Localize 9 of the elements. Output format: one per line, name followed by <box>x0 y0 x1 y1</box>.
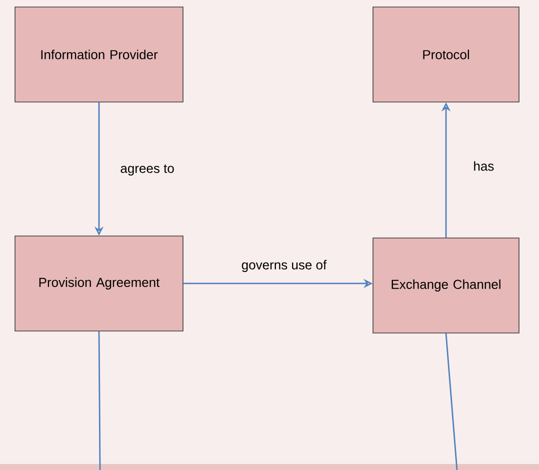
process-box: Provision Agreement <box>14 236 184 332</box>
edge-label: agrees to <box>120 164 174 176</box>
process-box: Exchange Channel <box>372 238 520 334</box>
edge-label: governs use of <box>242 260 327 272</box>
connector-line <box>98 331 101 470</box>
connector-line <box>445 333 458 470</box>
process-box: Information Provider <box>14 6 184 102</box>
edge-label: has <box>474 161 494 171</box>
process-box: Protocol <box>372 6 520 102</box>
